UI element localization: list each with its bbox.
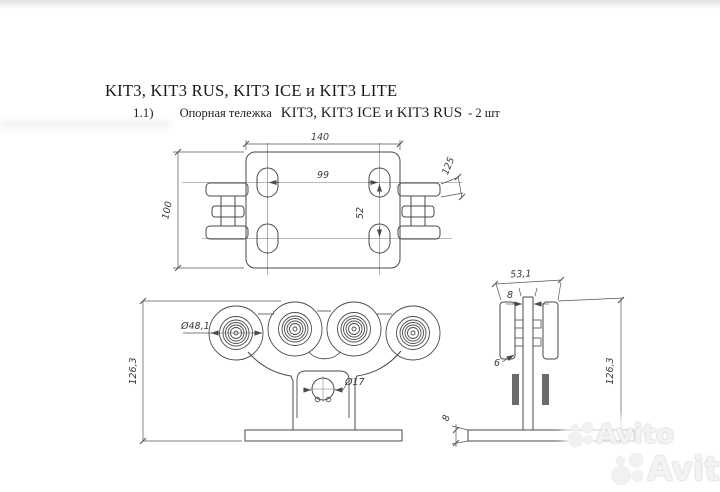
side-view: 53,1 8 6 126,3 8 xyxy=(440,268,635,447)
dim-top-depth: 100 xyxy=(160,200,175,220)
item-models: KIT3, KIT3 ICE и KIT3 RUS xyxy=(280,105,463,121)
dim-shaft-diameter: Ø17 xyxy=(344,377,365,388)
item-line: 1.1) Опорная тележка KIT3, KIT3 ICE и KIT3… xyxy=(133,104,500,122)
watermark-avito-1: Avito xyxy=(562,415,679,454)
item-label: Опорная тележка xyxy=(179,106,272,120)
dim-top-hole-pitch-y: 52 xyxy=(355,207,366,219)
watermark-text: Avito xyxy=(647,449,720,488)
dim-top-width: 140 xyxy=(311,132,329,143)
shaft-hole xyxy=(310,376,336,403)
dim-plate-thickness: 8 xyxy=(507,290,513,301)
top-view: 140 99 52 100 125 xyxy=(160,132,466,275)
item-index: 1.1) xyxy=(133,105,154,120)
roller-wheels xyxy=(208,301,441,361)
dim-base-thickness: 8 xyxy=(440,414,452,423)
watermark-avito-2: Avito xyxy=(605,445,720,492)
avito-logo-icon xyxy=(567,421,594,448)
dim-roller-diameter: Ø48,1 xyxy=(180,321,210,332)
watermark-text: Avito xyxy=(596,419,675,450)
dim-flange: 6 xyxy=(494,358,500,369)
dim-top-hole-pitch-x: 99 xyxy=(317,170,329,181)
dim-top-offset: 125 xyxy=(440,156,457,177)
dim-front-height: 126,3 xyxy=(128,357,139,384)
item-quantity: - 2 шт xyxy=(468,106,500,120)
avito-logo-icon xyxy=(611,452,644,485)
dim-side-height: 126,3 xyxy=(605,357,616,384)
page-title: KIT3, KIT3 RUS, KIT3 ICE и KIT3 LITE xyxy=(105,81,398,100)
front-view: Ø48,1 Ø17 126,3 xyxy=(128,297,441,445)
dim-side-width: 53,1 xyxy=(510,268,532,280)
